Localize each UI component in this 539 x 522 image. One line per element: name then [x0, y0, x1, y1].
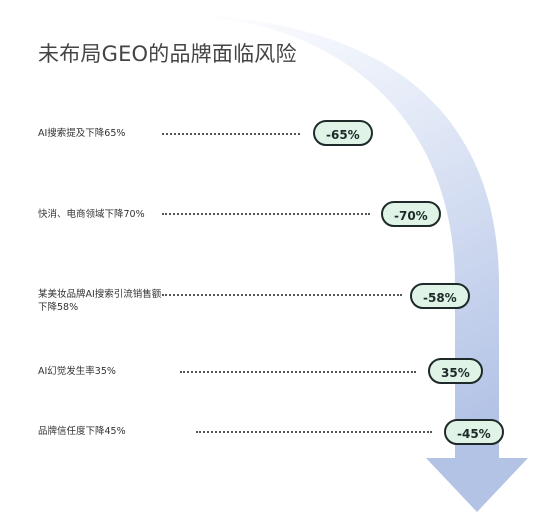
risk-label-ai-hallucination: AI幻觉发生率35%	[38, 366, 116, 377]
risk-value-beauty-brand-sales: -58%	[410, 283, 470, 309]
page-title: 未布局GEO的品牌面临风险	[38, 42, 297, 66]
leader-dots	[196, 431, 432, 433]
risk-value-ai-mentions: -65%	[313, 120, 373, 146]
risk-label-fmcg-ecommerce: 快消、电商领域下降70%	[38, 209, 145, 220]
leader-dots	[162, 213, 370, 215]
risk-value-brand-trust: -45%	[444, 419, 504, 445]
risk-label-beauty-brand-sales: 某美妆品牌AI搜索引流销售额下降58%	[38, 289, 162, 313]
risk-value-fmcg-ecommerce: -70%	[381, 201, 441, 227]
risk-label-ai-mentions: AI搜索提及下降65%	[38, 128, 126, 139]
leader-dots	[162, 294, 402, 296]
leader-dots	[162, 133, 300, 135]
risk-label-brand-trust: 品牌信任度下降45%	[38, 426, 126, 437]
risk-value-ai-hallucination: 35%	[428, 358, 483, 384]
leader-dots	[180, 371, 416, 373]
